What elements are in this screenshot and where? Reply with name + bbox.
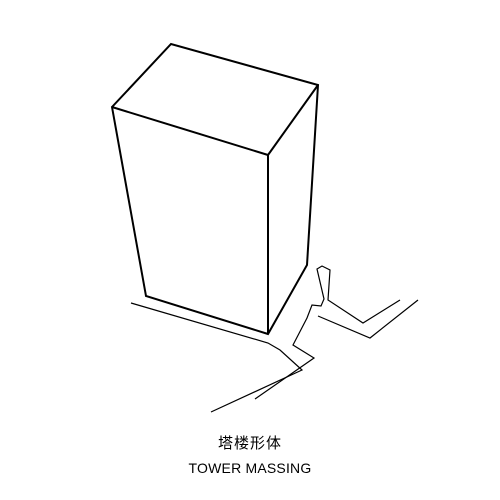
diagram-title-en: TOWER MASSING	[188, 460, 312, 476]
tower-front-right-edge	[267, 84, 319, 156]
tower-massing-box	[110, 42, 320, 336]
site-line-notch	[317, 299, 419, 339]
tower-front-top-edge	[111, 106, 269, 156]
site-boundary-lines	[130, 265, 419, 413]
site-line-inner	[254, 265, 401, 400]
site-line-outer	[130, 302, 304, 413]
diagram-title-cn: 塔楼形体	[217, 434, 282, 452]
tower-outline	[110, 42, 320, 336]
